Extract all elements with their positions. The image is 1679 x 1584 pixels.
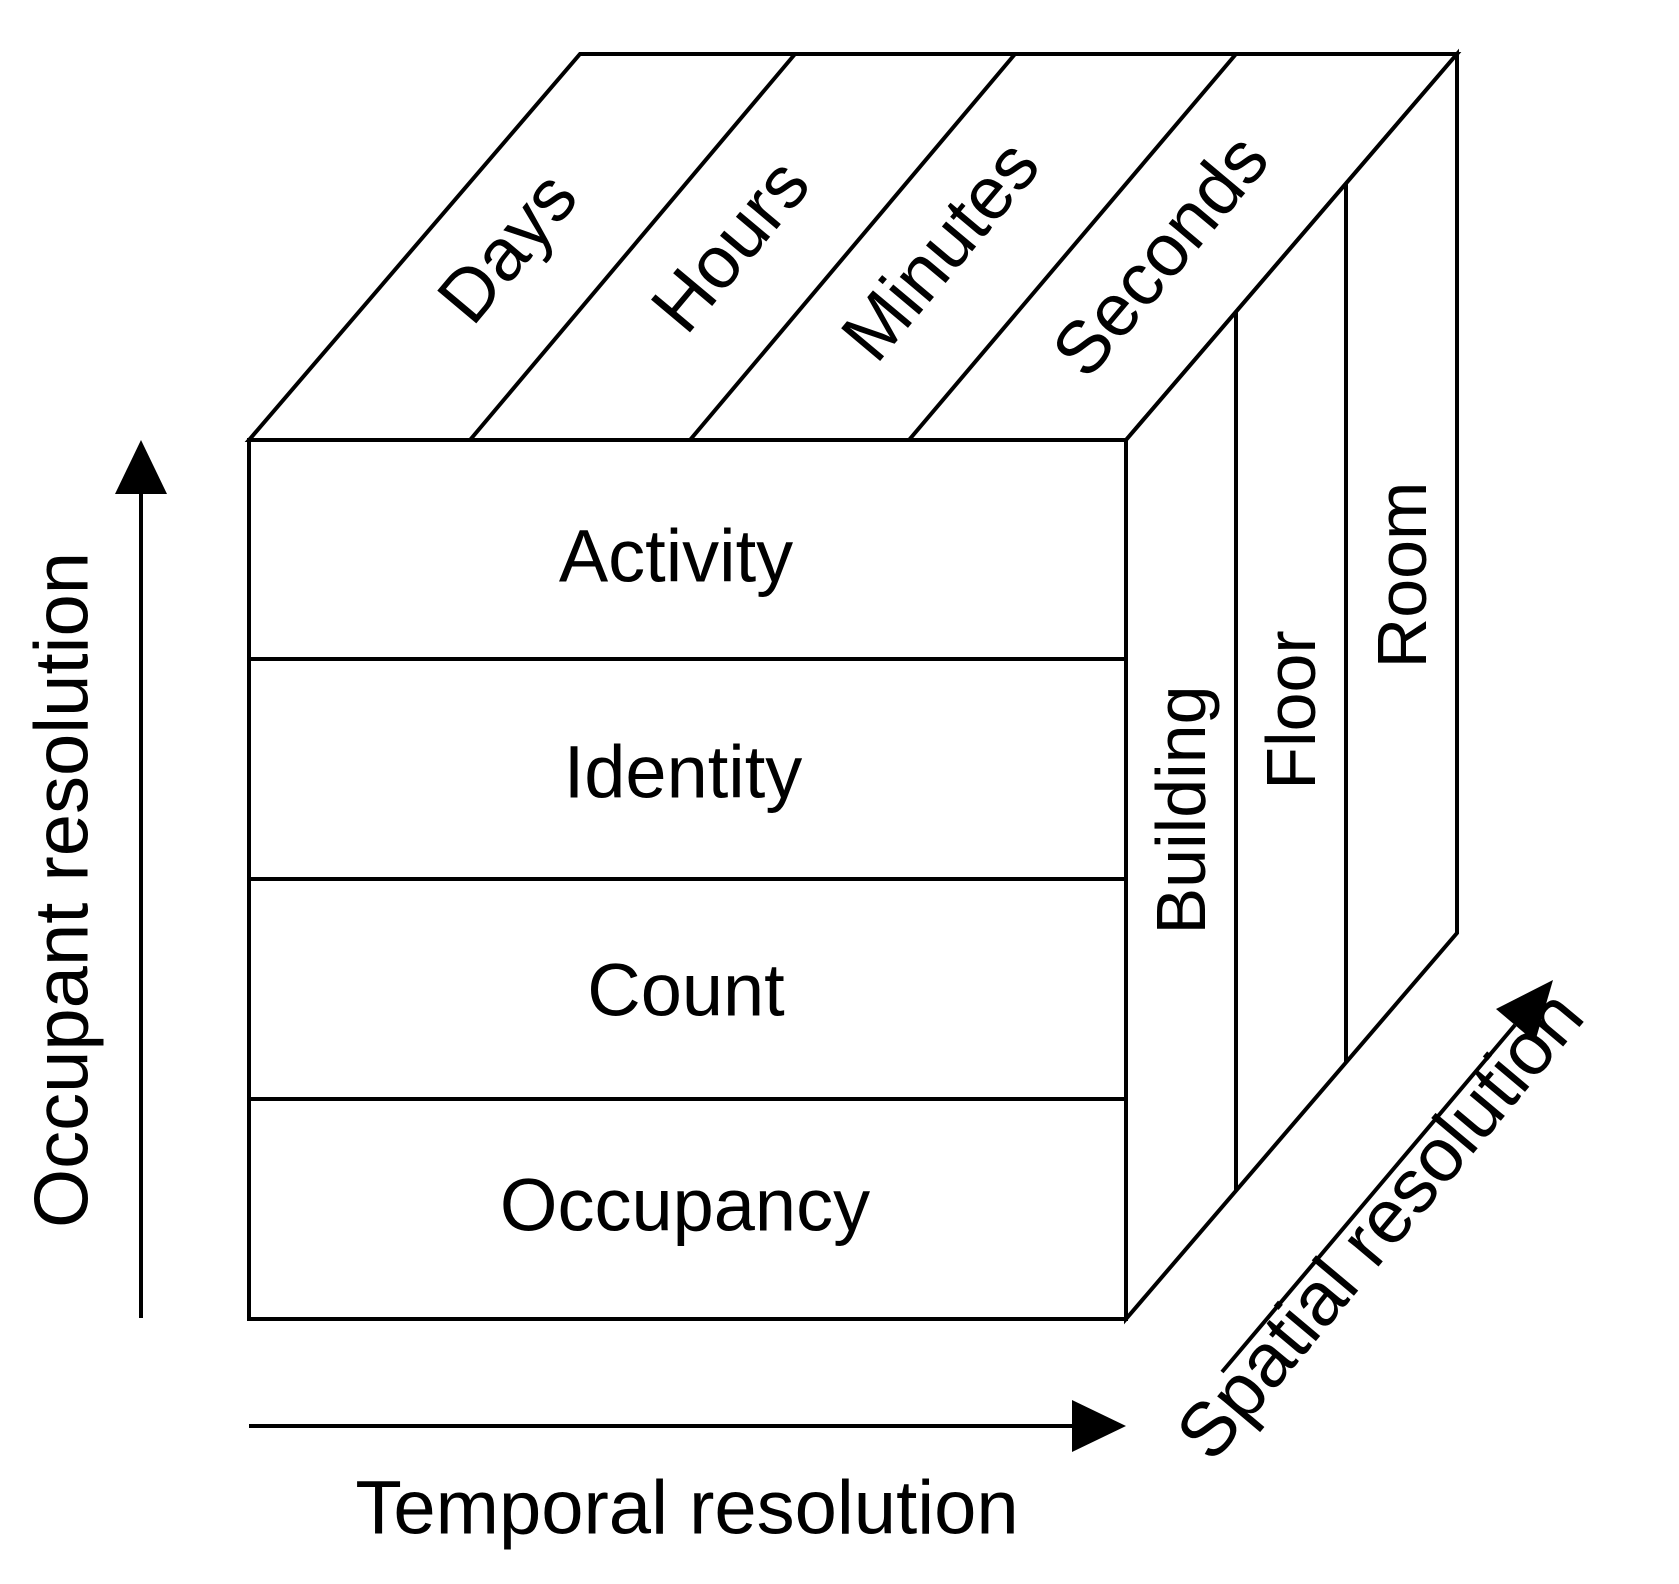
spatial-axis-arrowhead: [1496, 980, 1553, 1042]
top-divider-1: [468, 52, 797, 442]
spatial-level-building: Building: [1142, 685, 1220, 934]
spatial-axis-line: [1220, 1023, 1517, 1374]
side-face: Building Floor Room: [1124, 48, 1459, 1325]
temporal-axis-label: Temporal resolution: [355, 1466, 1018, 1551]
occupant-axis-arrowhead: [115, 440, 167, 494]
occupant-axis: Occupant resolution: [20, 440, 167, 1318]
occupant-level-count: Count: [587, 949, 785, 1032]
temporal-axis-arrowhead: [1072, 1400, 1126, 1452]
occupant-level-occupancy: Occupancy: [500, 1164, 870, 1247]
front-face: Activity Identity Count Occupancy: [247, 438, 1128, 1321]
occupant-level-identity: Identity: [564, 731, 803, 814]
spatial-level-room: Room: [1363, 482, 1441, 669]
spatial-level-floor: Floor: [1252, 630, 1330, 789]
occupant-level-activity: Activity: [559, 515, 793, 598]
top-divider-2: [688, 52, 1017, 442]
occupant-axis-label: Occupant resolution: [20, 552, 105, 1228]
temporal-axis: Temporal resolution: [249, 1400, 1126, 1551]
top-divider-3: [907, 52, 1238, 442]
